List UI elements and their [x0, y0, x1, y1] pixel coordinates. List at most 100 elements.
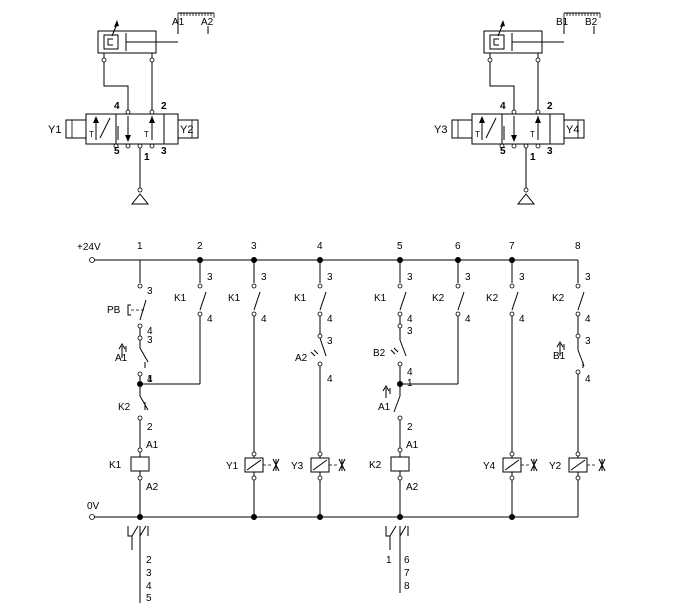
rung-3: 3 K1 4 Y1 — [226, 260, 280, 517]
c4-term-3: 3 — [327, 272, 333, 283]
c5-a1-term-2: 2 — [407, 422, 413, 433]
c5-term-4: 4 — [407, 314, 413, 325]
valve-b-port-5: 5 — [500, 146, 506, 157]
c8-sensor-b1: B1 — [553, 351, 566, 362]
c2-k1-label: K1 — [174, 293, 187, 304]
c5-sensor-b2: B2 — [373, 348, 386, 359]
valve-5-2-a: T T 4 2 5 1 3 Y1 Y2 — [48, 101, 199, 205]
valve-b-coil-y4: Y4 — [566, 124, 579, 136]
line-number-1: 1 — [137, 241, 143, 252]
c1-k2-term-1: 1 — [147, 374, 153, 385]
c8-b1-term-4: 4 — [585, 374, 591, 385]
coil-y1-label: Y1 — [226, 461, 239, 472]
c7-term-4: 4 — [519, 314, 525, 325]
valve-5-2-b: T T 4 2 5 1 3 Y3 Y4 — [434, 101, 585, 205]
c4-sensor-a2: A2 — [295, 353, 308, 364]
rung-1: 3 PB 4 3 A1 4 1 K2 2 A1 K1 A2 — [107, 260, 200, 517]
line-numbers: 1 2 3 4 5 6 7 8 — [137, 241, 581, 252]
c2-term-4: 4 — [207, 314, 213, 325]
c5-a1-term-1: 1 — [407, 378, 413, 389]
pneumatic-cylinder-a: A1 A2 — [97, 12, 215, 112]
cyl-b-end-b2: B2 — [585, 17, 598, 28]
c3-k1-label: K1 — [228, 293, 241, 304]
svg-text:T: T — [89, 130, 94, 139]
valve-a-coil-y1: Y1 — [48, 124, 61, 136]
c6-k2-label: K2 — [432, 293, 445, 304]
rail-0v: 0V — [87, 501, 100, 512]
k2-coil-a1: A1 — [406, 440, 419, 451]
c6-term-3: 3 — [465, 272, 471, 283]
svg-text:T: T — [530, 130, 535, 139]
k2-contact-1: 1 — [386, 555, 392, 566]
k2-contact-8: 8 — [404, 581, 410, 592]
k1-contact-2: 2 — [146, 555, 152, 566]
k1-contact-3: 3 — [146, 568, 152, 579]
valve-b-port-4: 4 — [500, 101, 506, 112]
c5-sensor-a1: A1 — [378, 402, 391, 413]
line-number-6: 6 — [455, 241, 461, 252]
c7-k2-label: K2 — [486, 293, 499, 304]
k2-contact-6: 6 — [404, 555, 410, 566]
cyl-a-end-a1: A1 — [172, 17, 185, 28]
k1-contact-5: 5 — [146, 593, 152, 603]
c8-b1-term-3: 3 — [585, 336, 591, 347]
pneumatic-cylinder-b: B1 B2 — [483, 12, 601, 112]
c1-k2-label: K2 — [118, 402, 131, 413]
valve-b-port-3: 3 — [547, 146, 553, 157]
rung-5: 3 K1 4 3 B2 4 1 A1 2 A1 K2 A2 — [369, 260, 458, 517]
c8-term-4: 4 — [585, 314, 591, 325]
rail-plus-24v: +24V — [77, 242, 101, 253]
c5-b2-term-4: 4 — [407, 367, 413, 378]
c4-k1-label: K1 — [294, 293, 307, 304]
svg-text:T: T — [475, 130, 480, 139]
cyl-a-end-a2: A2 — [201, 17, 214, 28]
relay-k2-label: K2 — [369, 460, 382, 471]
c7-term-3: 3 — [519, 272, 525, 283]
c3-term-4: 4 — [261, 314, 267, 325]
relay-k1-label: K1 — [109, 460, 122, 471]
valve-b-port-1: 1 — [530, 152, 536, 163]
rung-4: 3 K1 4 3 A2 4 Y3 — [291, 260, 346, 517]
line-number-3: 3 — [251, 241, 257, 252]
c5-k1-label: K1 — [374, 293, 387, 304]
k1-coil-a1: A1 — [146, 440, 159, 451]
c1-a1-term-3: 3 — [147, 335, 153, 346]
k1-coil-a2: A2 — [146, 482, 159, 493]
rung-8: 3 K2 4 3 B1 4 Y2 — [549, 260, 606, 517]
k2-contact-7: 7 — [404, 568, 410, 579]
c4-term-4: 4 — [327, 314, 333, 325]
line-number-7: 7 — [509, 241, 515, 252]
line-number-2: 2 — [197, 241, 203, 252]
valve-a-port-3: 3 — [161, 146, 167, 157]
coil-y2-label: Y2 — [549, 461, 562, 472]
rung-6: 3 K2 4 — [432, 260, 471, 384]
valve-a-port-5: 5 — [114, 146, 120, 157]
c8-k2-label: K2 — [552, 293, 565, 304]
k1-contact-table: 2 3 4 5 — [127, 525, 152, 603]
valve-b-port-2: 2 — [547, 101, 553, 112]
rung-2: 3 K1 4 — [174, 260, 213, 384]
c1-pb-term-3: 3 — [147, 286, 153, 297]
k1-contact-4: 4 — [146, 581, 152, 592]
c6-term-4: 4 — [465, 314, 471, 325]
c5-b2-term-3: 3 — [407, 326, 413, 337]
valve-b-coil-y3: Y3 — [434, 124, 447, 136]
k2-coil-a2: A2 — [406, 482, 419, 493]
cyl-b-end-b1: B1 — [556, 17, 569, 28]
c1-k2-term-2: 2 — [147, 422, 153, 433]
c5-term-3: 3 — [407, 272, 413, 283]
line-number-8: 8 — [575, 241, 581, 252]
c4-a2-term-4: 4 — [327, 374, 333, 385]
coil-y3-label: Y3 — [291, 461, 304, 472]
c3-term-3: 3 — [261, 272, 267, 283]
valve-a-coil-y2: Y2 — [180, 124, 193, 136]
svg-text:T: T — [144, 130, 149, 139]
c4-a2-term-3: 3 — [327, 336, 333, 347]
pb-label: PB — [107, 305, 121, 316]
valve-a-port-4: 4 — [114, 101, 120, 112]
c2-term-3: 3 — [207, 272, 213, 283]
k2-contact-table: 1 6 7 8 — [385, 525, 410, 593]
line-number-4: 4 — [317, 241, 323, 252]
c1-pb-term-4: 4 — [147, 326, 153, 337]
